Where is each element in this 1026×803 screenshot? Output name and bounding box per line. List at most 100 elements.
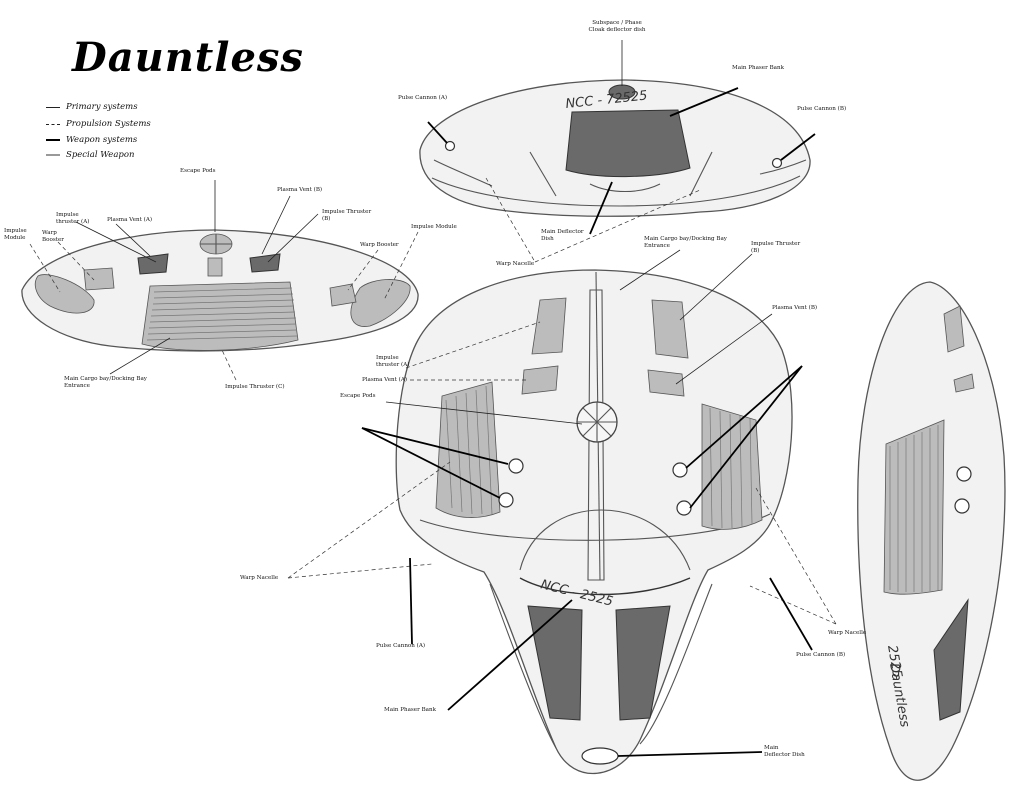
plan-nacelle-hatching — [445, 385, 753, 529]
legend-special: Special Weapon — [46, 150, 134, 160]
label-escape-pods-plan: Escape Pods — [340, 393, 376, 399]
legend-weapon: Weapon systems — [46, 135, 137, 145]
callout-thruster-b-side — [267, 213, 319, 263]
callout-nacelle-right — [749, 487, 837, 625]
label-warp-nacelle-top: Warp Nacelle — [496, 261, 535, 267]
callout-plasma-vent-b-side — [261, 195, 291, 255]
label-phaser-plan: Main Phaser Bank — [384, 707, 437, 713]
profile-thruster — [943, 305, 965, 353]
label-pulse-a-plan: Pulse Cannon (A) — [376, 643, 426, 649]
legend-primary-label: Primary systems — [66, 102, 138, 112]
label-thruster-a-plan: Impulse thruster (A) — [376, 355, 410, 368]
callout-cargo-plan — [619, 249, 681, 291]
label-plasma-vent-a-side: Plasma Vent (A) — [107, 217, 153, 223]
callout-deflector-plan — [617, 751, 763, 757]
callout-pulse-a-plan — [409, 557, 413, 645]
perspective-hatch — [207, 257, 223, 277]
callout-nacelle-left — [287, 461, 451, 579]
callout-aft-pulse-b — [780, 133, 816, 161]
callout-impulse-module-left — [29, 243, 61, 293]
label-pulse-b-top: Pulse Cannon (B) — [797, 106, 847, 112]
aft-pulse-cannon-b — [771, 157, 783, 169]
label-escape-pods-side: Escape Pods — [180, 168, 216, 174]
plan-spine — [587, 289, 605, 581]
callout-pods-right-2 — [689, 365, 803, 509]
callout-pods-right-1 — [685, 365, 803, 469]
plan-plasma-vent-a — [521, 365, 559, 395]
perspective-warp-booster-left — [83, 267, 115, 291]
aft-view: NCC - 72525 — [419, 40, 816, 263]
aft-view-lower-contour — [431, 175, 801, 207]
plan-hull — [395, 269, 793, 774]
legend-primary-swatch — [46, 106, 60, 108]
perspective-warp-booster-right — [329, 283, 357, 307]
plan-nacelle-left — [435, 381, 501, 518]
perspective-plasma-vent-b — [249, 253, 281, 273]
plan-phaser-arc — [519, 577, 691, 596]
plan-forward-struts — [489, 583, 713, 749]
label-deflector-top: Main Deflector Dish — [541, 229, 584, 242]
label-nacelle-right: Warp Nacelle — [828, 630, 867, 636]
profile-phaser-bank — [933, 598, 969, 721]
perspective-plasma-vent-a — [137, 253, 169, 275]
callout-aft-deflector — [589, 181, 613, 235]
plan-phaser-bank-left — [527, 605, 583, 721]
perspective-cargo-bay — [141, 281, 299, 351]
label-plasma-vent-b-plan: Plasma Vent (B) — [772, 305, 818, 311]
perspective-view — [21, 180, 419, 381]
callout-thruster-c — [221, 349, 237, 381]
profile-registry-marking: 2525 — [884, 644, 905, 679]
legend-propulsion-swatch — [46, 123, 60, 125]
callout-impulse-module-right — [383, 231, 419, 301]
label-warp-booster-left: Warp Booster — [42, 230, 64, 243]
aft-phaser-bank — [565, 109, 691, 178]
profile-nacelle-hatching — [889, 425, 939, 592]
callout-thruster-a-side — [75, 221, 157, 263]
callout-warp-booster-right — [347, 249, 379, 291]
label-nacelle-left: Warp Nacelle — [240, 575, 279, 581]
aft-view-nacelle-lines — [433, 159, 807, 187]
plan-main-deflector — [581, 747, 619, 765]
label-thruster-a-side: Impulse thruster (A) — [56, 212, 90, 225]
callout-pods-left-1 — [361, 427, 509, 465]
callout-cargo-side — [109, 337, 171, 375]
label-thruster-b-plan: Impulse Thruster (B) — [751, 241, 801, 254]
plan-plasma-vent-b — [647, 369, 685, 397]
label-cargo-side: Main Cargo bay/Docking Bay Entrance — [64, 376, 147, 389]
callout-escape-pods-plan — [385, 401, 583, 425]
plan-hatch-spokes — [577, 402, 617, 442]
callout-aft-phaser — [669, 87, 739, 117]
legend-propulsion: Propulsion Systems — [46, 119, 151, 129]
label-impulse-module-left: Impulse Module — [4, 228, 27, 241]
label-phase-cloak: Subspace / Phase Cloak deflector dish — [588, 20, 646, 33]
legend-special-label: Special Weapon — [66, 150, 135, 160]
plan-pod-4 — [676, 500, 692, 516]
aft-view-struts — [529, 151, 713, 197]
callout-phaser-plan — [447, 599, 573, 711]
perspective-cargo-hatch — [146, 287, 298, 341]
label-impulse-module-right: Impulse Module — [411, 224, 457, 230]
profile-vent — [953, 373, 975, 393]
label-warp-booster-right: Warp Booster — [360, 242, 399, 248]
callout-aft-pulse-a — [427, 121, 448, 144]
label-plasma-vent-b-side: Plasma Vent (B) — [277, 187, 323, 193]
legend-weapon-swatch — [46, 139, 60, 141]
perspective-dome-lines — [200, 234, 232, 254]
callout-pods-left-2 — [361, 427, 501, 499]
label-main-phaser-top: Main Phaser Bank — [732, 65, 785, 71]
plan-pod-2 — [498, 492, 514, 508]
callout-pulse-b-plan — [769, 577, 813, 651]
callout-thruster-a-plan — [405, 321, 541, 369]
plan-impulse-thruster-b — [651, 299, 689, 359]
plan-impulse-thruster-a — [531, 297, 567, 355]
label-deflector-plan: Main Deflector Dish — [764, 745, 805, 758]
callout-aft-nacelle — [485, 177, 701, 263]
plan-forward-hull-arc — [519, 509, 691, 571]
label-cargo-plan: Main Cargo bay/Docking Bay Entrance — [644, 236, 727, 249]
label-pulse-b-plan: Pulse Cannon (B) — [796, 652, 846, 658]
plan-pod-1 — [508, 458, 524, 474]
callout-plasma-vent-a-side — [115, 223, 151, 257]
perspective-impulse-module-left — [34, 274, 95, 314]
label-plasma-vent-a-plan: Plasma Vent (A) — [362, 377, 408, 383]
